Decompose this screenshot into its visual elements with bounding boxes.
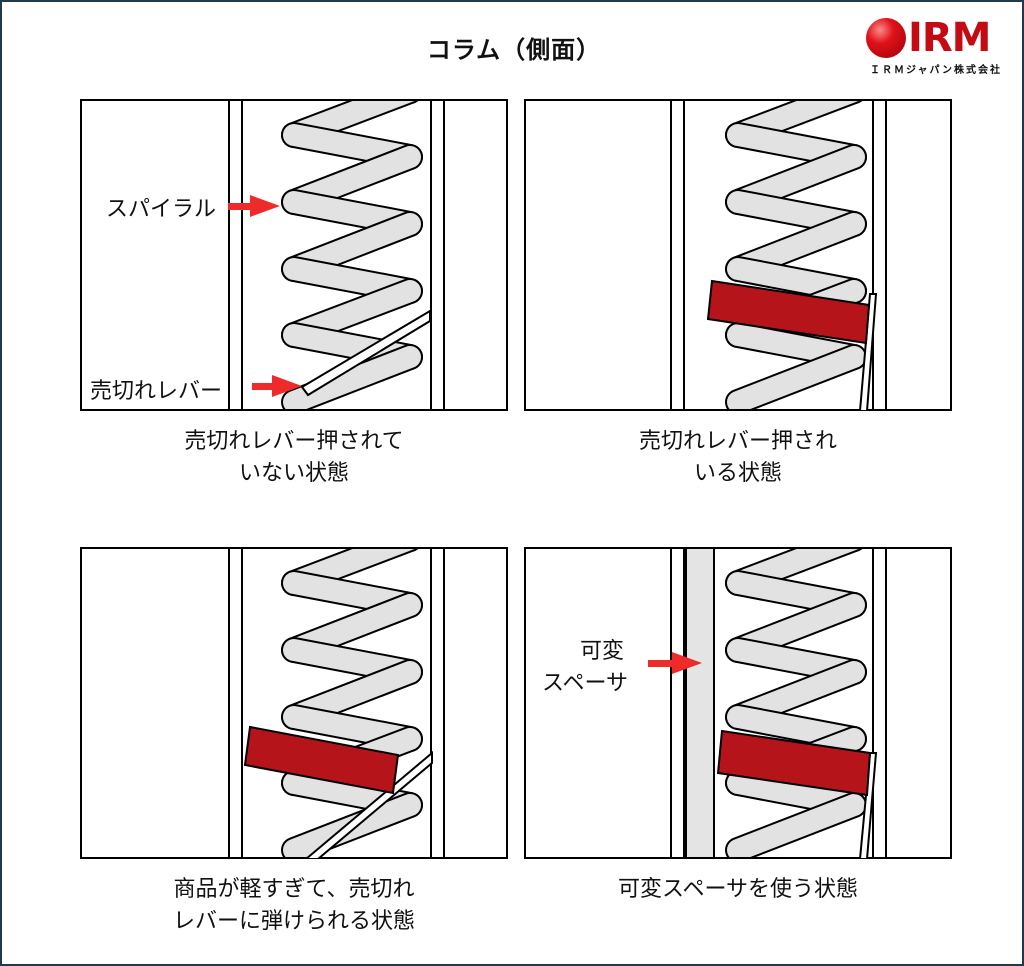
spiral-spring [281, 549, 423, 857]
caption-line: 商品が軽すぎて、売切れ [173, 877, 415, 902]
lever-label: 売切れレバー [90, 379, 223, 404]
column-wall-left [670, 547, 685, 859]
sold-out-lever [300, 309, 431, 397]
product-block [243, 725, 400, 795]
irm-logo: IRM ＩＲＭジャパン株式会社 [860, 14, 1010, 76]
product-block [706, 279, 871, 345]
panel-product-too-light [80, 547, 508, 859]
caption-line: レバーに弾けられる状態 [172, 909, 415, 934]
column-wall-left [228, 547, 243, 859]
column-wall-right [430, 547, 445, 859]
caption-line: 可変スペーサを使う状態 [617, 877, 859, 902]
arrow-spiral [228, 195, 280, 217]
panel-lever-not-pressed: スパイラル 売切れレバー [80, 99, 508, 411]
column-wall-left [228, 99, 243, 411]
arrow-lever [252, 375, 302, 397]
column-wall-right [872, 99, 887, 411]
spacer-label-line2: スペーサ [542, 671, 629, 696]
spring-rod [727, 346, 865, 409]
spring-rod [727, 794, 865, 857]
caption-line: いる状態 [693, 461, 782, 486]
column-wall-right [430, 99, 445, 411]
spiral-label: スパイラル [106, 197, 217, 222]
product-block [716, 729, 872, 797]
spiral-spring [725, 101, 867, 409]
logo-text: IRM [908, 15, 991, 61]
panel-lever-pressed [524, 99, 952, 411]
spiral-spring [281, 101, 423, 409]
arrow-spacer [648, 652, 702, 674]
caption-panel-3: 商品が軽すぎて、売切れ レバーに弾けられる状態 [80, 874, 508, 938]
caption-line: いない状態 [238, 461, 349, 486]
caption-panel-1: 売切れレバー押されて いない状態 [80, 426, 508, 490]
caption-line: 売切れレバー押されて [184, 429, 404, 454]
column-wall-right [872, 547, 887, 859]
spring-rod [283, 346, 421, 409]
logo-ball-icon [866, 18, 906, 58]
column-wall-left [670, 99, 685, 411]
caption-panel-2: 売切れレバー押され いる状態 [524, 426, 952, 490]
variable-spacer [685, 547, 715, 859]
logo-subtitle: ＩＲＭジャパン株式会社 [870, 65, 1002, 76]
caption-line: 売切れレバー押され [638, 429, 837, 454]
caption-panel-4: 可変スペーサを使う状態 [524, 874, 952, 906]
spacer-label-line1: 可変 [579, 639, 624, 664]
page-title: コラム（側面） [426, 36, 602, 64]
panel-variable-spacer: 可変 スペーサ [524, 547, 952, 859]
